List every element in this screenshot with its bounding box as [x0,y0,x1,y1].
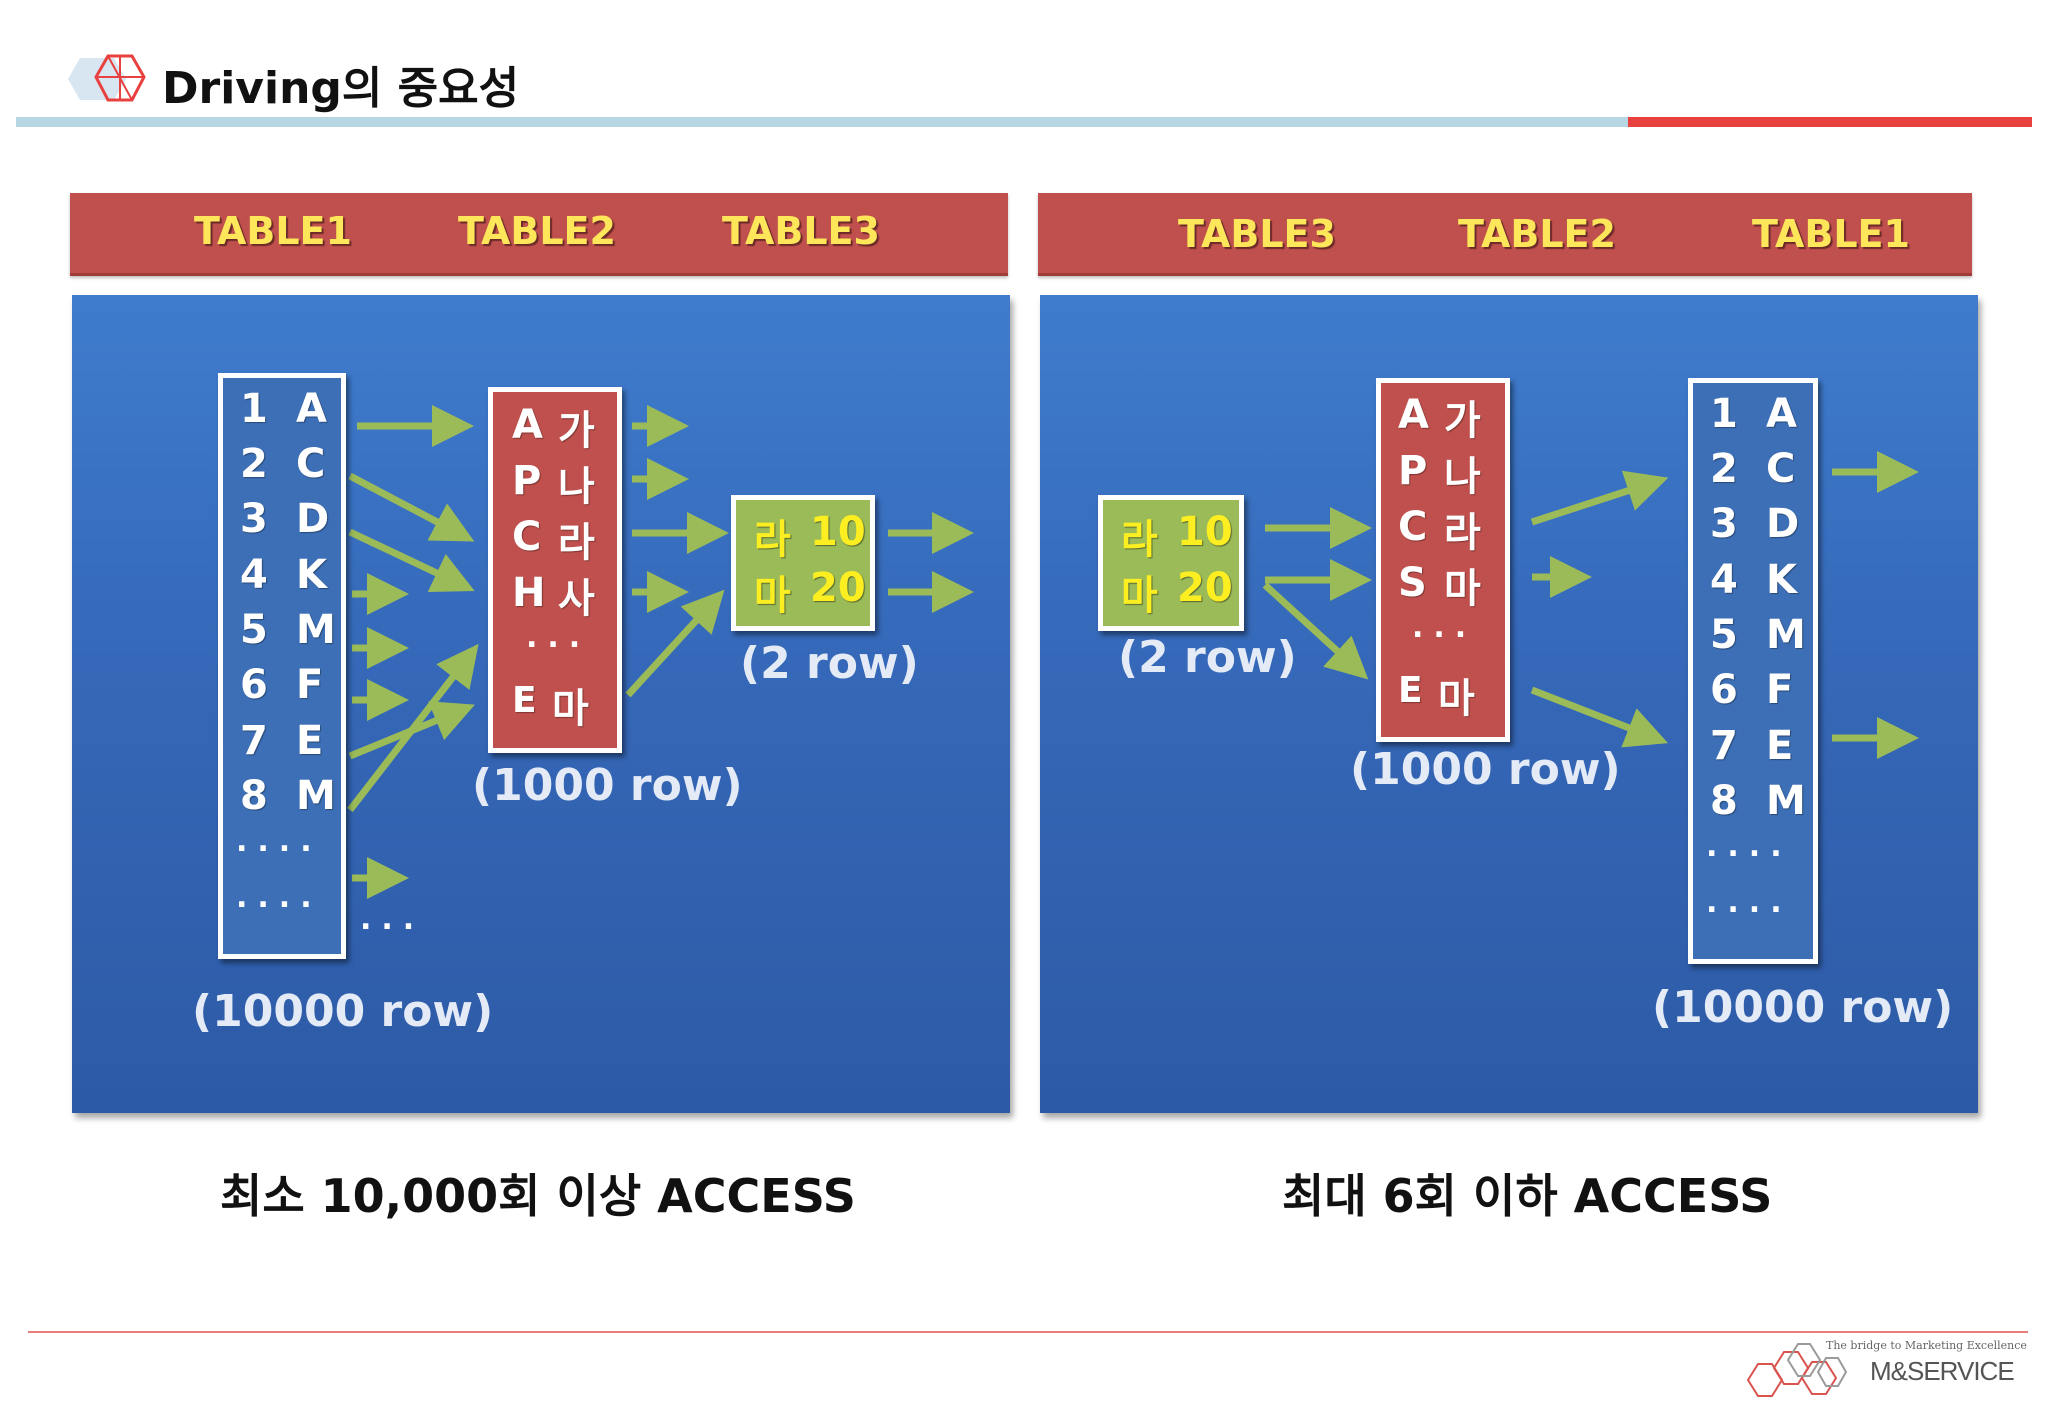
table-row-key: M [1766,612,1806,658]
table-row-key: M [296,773,336,819]
right-flow-step-2: TABLE2 [1458,212,1616,256]
right-table2-box [1376,378,1510,742]
table-row-num: 1 [1710,391,1738,437]
table-row-value: 마 [1444,566,1481,612]
table-row-key: E [1398,670,1423,711]
table-row-key: S [1398,560,1427,606]
table-row-num: 5 [240,607,268,653]
table-ellipsis: ... [526,620,591,655]
table-row-key: E [512,680,537,721]
right-access-caption: 최대 6회 이하 ACCESS [1282,1169,1773,1223]
table-row-num: 7 [240,718,268,764]
left-table2-row-count: (1000 row) [472,760,743,811]
table-row-key: P [512,458,542,504]
table-row-key: H [512,570,546,616]
table-row-value: 가 [1444,398,1481,444]
left-flow-step-2: TABLE2 [458,209,616,253]
table-row-key: 마 [754,573,791,619]
table-row-key: F [1766,667,1794,713]
footer-logo-icon [1744,1338,1854,1402]
table-row-value: 라 [1444,510,1481,556]
table-row-key: 라 [1121,517,1158,563]
table-row-key: 라 [754,517,791,563]
table-row-key: 마 [1121,573,1158,619]
table-row-value: 라 [558,520,595,566]
table-row-key: A [1398,392,1429,438]
table-ellipsis: .... [1706,829,1792,864]
table-row-num: 6 [1710,667,1738,713]
header-logo-icon [58,50,148,108]
table-row-num: 3 [240,496,268,542]
table-row-num: 4 [1710,557,1738,603]
right-table1-row-count: (10000 row) [1652,982,1954,1033]
table-row-key: C [1766,446,1796,492]
left-flow-step-1: TABLE1 [194,209,352,253]
table-row-key: K [296,552,327,598]
right-flow-step-3: TABLE1 [1752,212,1910,256]
table-row-num: 1 [240,386,268,432]
header-divider-accent [1628,117,2032,127]
table-row-key: M [1766,778,1806,824]
table-row-key: D [296,496,330,542]
table-row-key: C [512,514,542,560]
left-table3-box [731,495,875,631]
table-row-num: 2 [1710,446,1738,492]
table-row-value: 가 [558,408,595,454]
right-table2-row-count: (1000 row) [1350,744,1621,795]
table-row-value: 마 [1438,676,1475,722]
table-row-key: C [1398,504,1428,550]
footer-tagline: The bridge to Marketing Excellence [1826,1339,2027,1352]
table-row-value: 나 [1444,454,1481,500]
footer-logo-text: M&SERVICE [1870,1356,2015,1386]
left-flow-step-3: TABLE3 [722,209,880,253]
left-table1-box [218,373,346,959]
table-row-key: K [1766,557,1797,603]
right-flow-step-1: TABLE3 [1178,212,1336,256]
table-ellipsis: .... [236,880,322,915]
table-row-key: E [296,718,324,764]
page-title: Driving의 중요성 [162,63,520,114]
left-table3-row-count: (2 row) [740,638,919,689]
table-row-num: 7 [1710,723,1738,769]
right-table3-row-count: (2 row) [1118,632,1297,683]
table-row-num: 8 [240,773,268,819]
table-row-key: A [296,386,327,432]
left-access-caption: 최소 10,000회 이상 ACCESS [220,1169,856,1223]
table-row-value: 마 [552,686,589,732]
table-row-key: D [1766,501,1800,547]
left-table1-more: ... [360,902,425,937]
left-table1-row-count: (10000 row) [192,986,494,1037]
table-row-key: M [296,607,336,653]
footer-divider [28,1331,2028,1333]
table-row-value: 나 [558,464,595,510]
right-table1-box [1688,378,1818,964]
right-table3-box [1098,495,1244,631]
table-row-key: E [1766,723,1794,769]
right-flow-bar: TABLE3 TABLE2 TABLE1 [1038,193,1972,276]
left-flow-bar: TABLE1 TABLE2 TABLE3 [70,193,1008,276]
table-row-value: 20 [810,565,866,611]
table-ellipsis: .... [236,824,322,859]
table-ellipsis: ... [1412,610,1477,645]
table-row-value: 10 [810,509,866,555]
table-row-value: 20 [1177,565,1233,611]
table-row-value: 10 [1177,509,1233,555]
table-ellipsis: .... [1706,885,1792,920]
table-row-key: F [296,662,324,708]
left-table2-box [488,387,622,753]
table-row-key: P [1398,448,1428,494]
table-row-num: 2 [240,441,268,487]
table-row-num: 6 [240,662,268,708]
table-row-value: 사 [558,576,595,622]
table-row-num: 3 [1710,501,1738,547]
table-row-num: 8 [1710,778,1738,824]
table-row-key: A [512,402,543,448]
table-row-key: C [296,441,326,487]
header-divider [16,117,1628,127]
table-row-num: 4 [240,552,268,598]
table-row-num: 5 [1710,612,1738,658]
table-row-key: A [1766,391,1797,437]
